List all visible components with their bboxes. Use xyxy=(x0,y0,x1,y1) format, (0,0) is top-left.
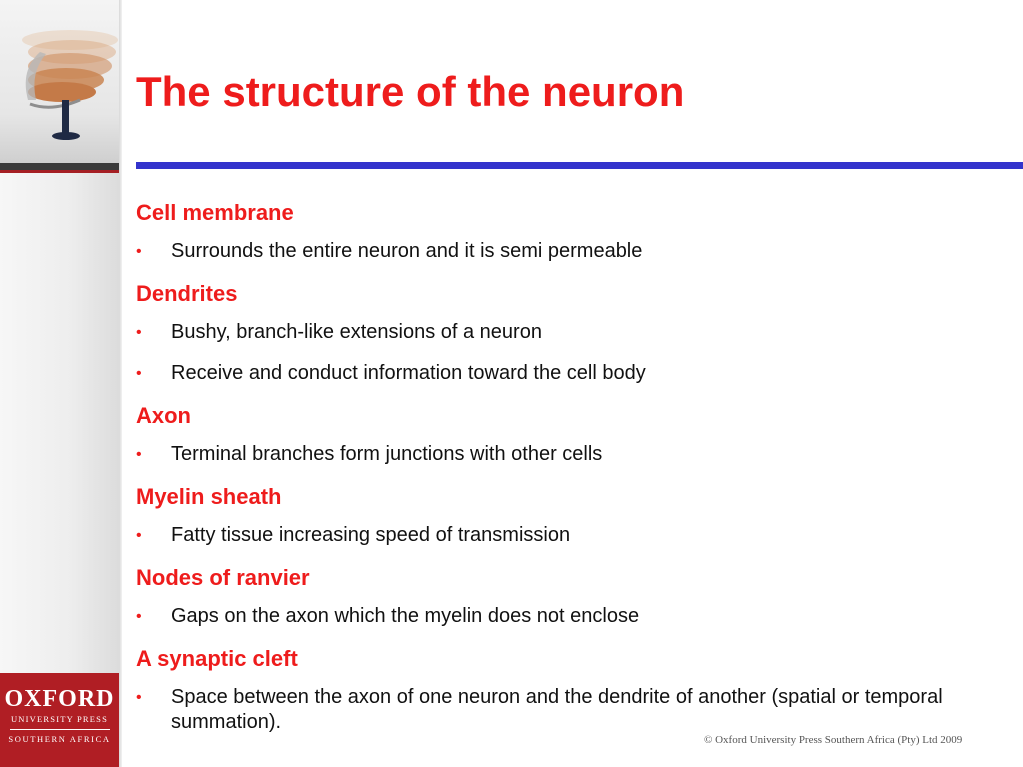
bullet-item: • Receive and conduct information toward … xyxy=(136,361,1016,386)
chair-photo xyxy=(0,0,119,163)
bullet-item: • Gaps on the axon which the myelin does … xyxy=(136,604,1016,629)
bullet-item: • Terminal branches form junctions with o… xyxy=(136,442,1016,467)
copyright-notice: © Oxford University Press Southern Afric… xyxy=(704,734,963,746)
bullet-dot-icon: • xyxy=(136,689,142,706)
bullet-text: Surrounds the entire neuron and it is se… xyxy=(171,240,643,262)
bullet-dot-icon: • xyxy=(136,608,142,625)
title-underline xyxy=(136,162,1023,169)
bullet-dot-icon: • xyxy=(136,365,142,382)
bullet-dot-icon: • xyxy=(136,243,142,260)
sidebar-edge xyxy=(119,0,122,767)
photo-stripe-dark xyxy=(0,163,119,170)
bullet-text: Space between the axon of one neuron and… xyxy=(171,686,943,733)
bullet-item: • Surrounds the entire neuron and it is s… xyxy=(136,239,1016,264)
logo-line-2: SOUTHERN AFRICA xyxy=(8,734,111,744)
slide-content: Cell membrane • Surrounds the entire neuro… xyxy=(136,199,1016,751)
bullet-text: Terminal branches form junctions with ot… xyxy=(171,443,603,465)
bullet-item: • Space between the axon of one neuron an… xyxy=(136,685,1016,735)
bullet-text: Fatty tissue increasing speed of transmi… xyxy=(171,524,571,546)
bullet-dot-icon: • xyxy=(136,446,142,463)
logo-name: OXFORD xyxy=(4,686,115,712)
section-heading: Axon xyxy=(136,403,191,428)
slide-title: The structure of the neuron xyxy=(136,68,685,115)
bullet-item: • Fatty tissue increasing speed of transm… xyxy=(136,523,1016,548)
photo-stripe-red xyxy=(0,170,119,173)
bullet-item: • Bushy, branch-like extensions of a neur… xyxy=(136,320,1016,345)
logo-divider xyxy=(9,729,110,730)
bullet-text: Receive and conduct information toward t… xyxy=(171,362,646,384)
bullet-dot-icon: • xyxy=(136,527,142,544)
section-heading: Nodes of ranvier xyxy=(136,565,310,590)
bullet-dot-icon: • xyxy=(136,324,142,341)
chair-image xyxy=(22,30,118,140)
bullet-text: Bushy, branch-like extensions of a neuro… xyxy=(171,321,542,343)
logo-line-1: UNIVERSITY PRESS xyxy=(10,714,109,724)
section-heading: A synaptic cleft xyxy=(136,646,298,671)
bullet-text: Gaps on the axon which the myelin does n… xyxy=(171,605,640,627)
section-heading: Dendrites xyxy=(136,281,238,306)
section-heading: Cell membrane xyxy=(136,200,294,225)
section-heading: Myelin sheath xyxy=(136,484,282,509)
oxford-university-press-logo: OXFORD UNIVERSITY PRESS SOUTHERN AFRICA xyxy=(0,673,119,767)
